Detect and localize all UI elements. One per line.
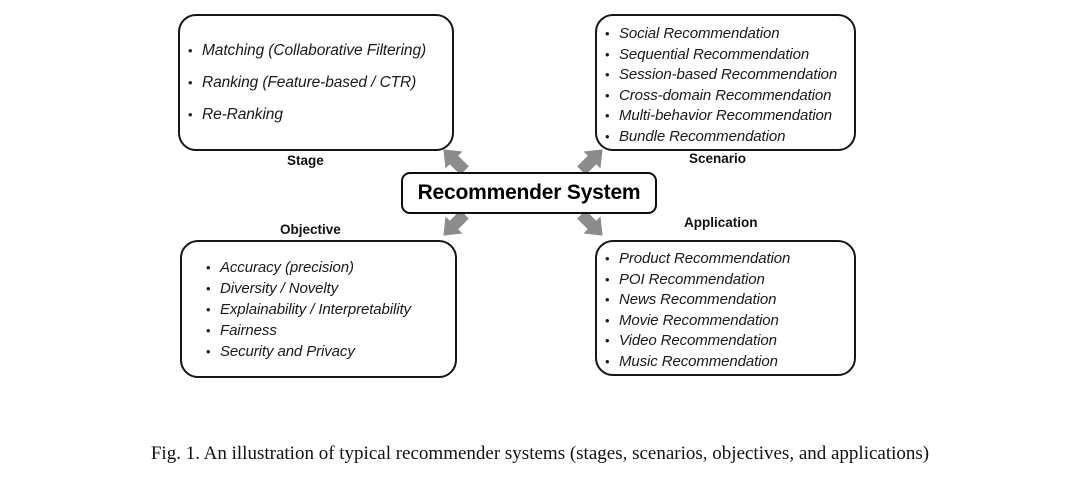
list-item: Social Recommendation (605, 24, 844, 45)
list-item: Bundle Recommendation (605, 127, 844, 148)
list-item: Multi-behavior Recommendation (605, 106, 844, 127)
list-item: Diversity / Novelty (206, 278, 445, 299)
scenario-item-list: Social Recommendation Sequential Recomme… (597, 24, 854, 147)
center-node-label: Recommender System (417, 181, 641, 204)
list-item: Movie Recommendation (605, 311, 844, 332)
list-item: News Recommendation (605, 290, 844, 311)
list-item: Product Recommendation (605, 249, 844, 270)
list-item: Fairness (206, 320, 445, 341)
list-item: Re-Ranking (188, 106, 442, 123)
category-label-stage: Stage (287, 153, 324, 168)
scenario-box: Social Recommendation Sequential Recomme… (595, 14, 856, 151)
list-item: Music Recommendation (605, 352, 844, 373)
center-node-recommender-system: Recommender System (401, 172, 657, 214)
list-item: Cross-domain Recommendation (605, 86, 844, 107)
category-label-objective: Objective (280, 222, 341, 237)
list-item: Explainability / Interpretability (206, 299, 445, 320)
list-item: Matching (Collaborative Filtering) (188, 42, 442, 59)
stage-item-list: Matching (Collaborative Filtering) Ranki… (180, 27, 452, 138)
list-item: Security and Privacy (206, 341, 445, 362)
figure-caption: Fig. 1. An illustration of typical recom… (150, 443, 930, 464)
list-item: Session-based Recommendation (605, 65, 844, 86)
list-item: Ranking (Feature-based / CTR) (188, 74, 442, 91)
category-label-scenario: Scenario (689, 151, 747, 166)
list-item: Sequential Recommendation (605, 45, 844, 66)
objective-item-list: Accuracy (precision) Diversity / Novelty… (182, 257, 455, 362)
objective-box: Accuracy (precision) Diversity / Novelty… (180, 240, 457, 378)
stage-box: Matching (Collaborative Filtering) Ranki… (178, 14, 454, 151)
category-label-application: Application (684, 215, 758, 230)
list-item: POI Recommendation (605, 270, 844, 291)
application-box: Product Recommendation POI Recommendatio… (595, 240, 856, 376)
list-item: Accuracy (precision) (206, 257, 445, 278)
list-item: Video Recommendation (605, 331, 844, 352)
application-item-list: Product Recommendation POI Recommendatio… (597, 249, 854, 372)
